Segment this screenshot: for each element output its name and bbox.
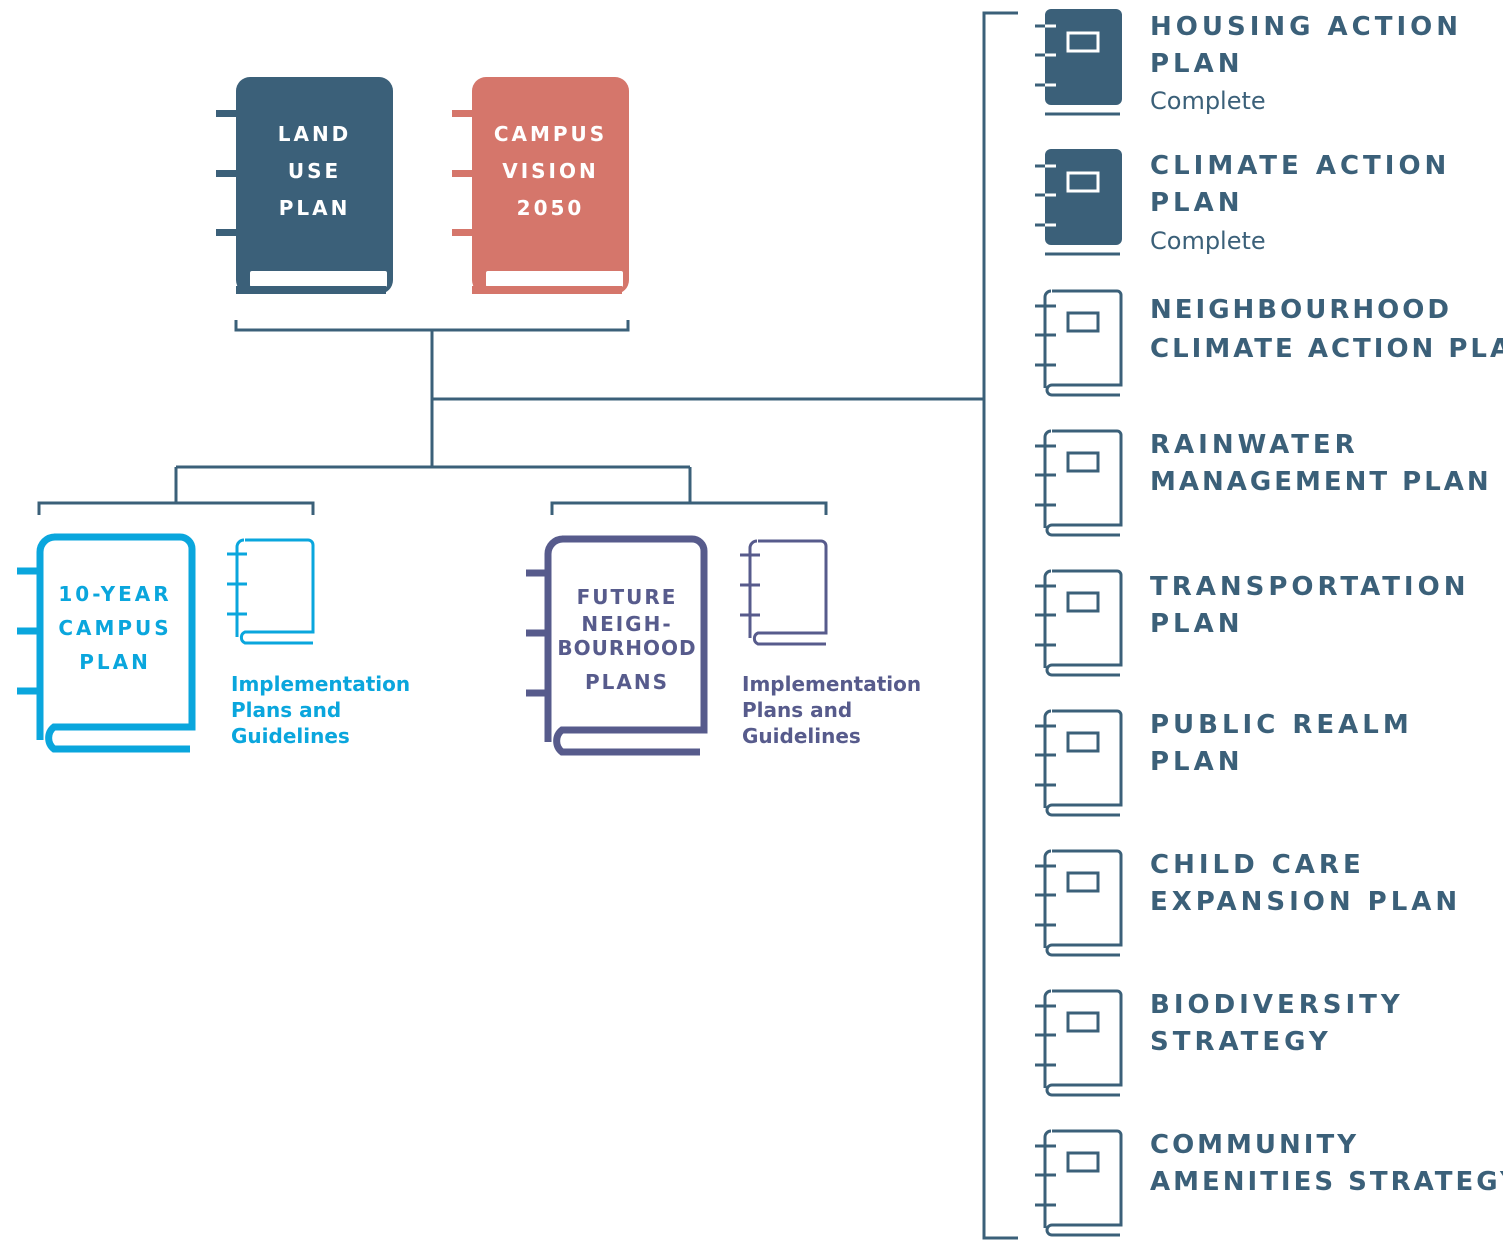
label-line: BOURHOOD — [557, 636, 697, 660]
biodiversity-strategy-book-icon — [1035, 989, 1123, 1097]
label-line: FUTURE — [576, 585, 678, 609]
campus-vision-book-icon — [452, 77, 629, 294]
transportation-plan-book-icon — [1035, 569, 1123, 677]
campus-implementation-label: Implementation Plans and Guidelines — [231, 671, 410, 749]
neighbourhood-plans-small-book-icon — [740, 539, 828, 646]
label-line: RAINWATER — [1150, 430, 1359, 460]
land-use-plan-label: LAND USE PLAN — [236, 116, 393, 227]
neighbourhood-climate-action-plan-title: NEIGHBOURHOOD CLIMATE ACTION PLAN — [1150, 291, 1503, 369]
child-care-expansion-plan-book-icon — [1035, 849, 1123, 957]
campus-plan-book-icon — [17, 533, 196, 753]
climate-action-plan-title: CLIMATE ACTION PLAN — [1150, 148, 1450, 222]
housing-action-plan-title: HOUSING ACTION PLAN — [1150, 9, 1462, 83]
transportation-plan-title: TRANSPORTATION PLAN — [1150, 569, 1469, 643]
label-line: BIODIVERSITY — [1150, 990, 1404, 1020]
label-line: HOUSING ACTION — [1150, 12, 1463, 42]
label-line: LAND — [277, 122, 352, 146]
label-line: EXPANSION PLAN — [1150, 887, 1462, 917]
label-line: Implementation — [742, 672, 922, 696]
child-care-expansion-plan-title: CHILD CARE EXPANSION PLAN — [1150, 847, 1461, 921]
label-line: CLIMATE ACTION PLAN — [1150, 334, 1503, 364]
public-realm-plan-book-icon — [1035, 709, 1123, 817]
label-line: PLAN — [1150, 49, 1244, 79]
label-line: PLAN — [79, 650, 151, 674]
label-line: USE — [287, 159, 342, 183]
label-line: VISION — [502, 159, 599, 183]
campus-plan-small-book-icon — [227, 538, 315, 645]
climate-action-plan-book-icon — [1035, 149, 1122, 256]
label-line: 2050 — [516, 196, 585, 220]
label-line: COMMUNITY — [1150, 1130, 1360, 1160]
label-line: NEIGHBOURHOOD — [1150, 295, 1452, 325]
neighbourhood-climate-action-plan-book-icon — [1035, 289, 1123, 397]
label-line: CAMPUS — [58, 616, 172, 640]
campus-vision-label: CAMPUS VISION 2050 — [472, 116, 629, 227]
rainwater-management-plan-book-icon — [1035, 429, 1123, 537]
label-line: CLIMATE ACTION — [1150, 151, 1451, 181]
label-line: STRATEGY — [1150, 1027, 1332, 1057]
label-line: MANAGEMENT PLAN — [1150, 467, 1492, 497]
label-line: NEIGH- — [581, 612, 673, 636]
label-line: Guidelines — [742, 724, 861, 748]
label-line: Plans and — [231, 698, 342, 722]
climate-action-plan-status: Complete — [1150, 227, 1266, 255]
housing-action-plan-book-icon — [1035, 9, 1122, 116]
label-line: Guidelines — [231, 724, 350, 748]
label-line: CAMPUS — [493, 122, 608, 146]
public-realm-plan-title: PUBLIC REALM PLAN — [1150, 707, 1413, 781]
neighbourhood-implementation-label: Implementation Plans and Guidelines — [742, 671, 921, 749]
label-line: PLANS — [584, 670, 670, 694]
rainwater-management-plan-title: RAINWATER MANAGEMENT PLAN — [1150, 427, 1492, 501]
community-amenities-strategy-book-icon — [1035, 1129, 1123, 1237]
campus-plan-label: 10-YEAR CAMPUS PLAN — [40, 577, 190, 679]
neighbourhood-plans-label: FUTURE NEIGH- BOURHOOD PLANS — [552, 583, 702, 704]
label-line: PLAN — [278, 196, 351, 220]
label-line: PUBLIC REALM — [1150, 710, 1413, 740]
land-use-plan-book-icon — [216, 77, 393, 294]
label-line: PLAN — [1150, 747, 1244, 777]
community-amenities-strategy-title: COMMUNITY AMENITIES STRATEGY — [1150, 1127, 1503, 1201]
label-line: CHILD CARE — [1150, 850, 1365, 880]
label-line: AMENITIES STRATEGY — [1150, 1167, 1503, 1197]
label-line: PLAN — [1150, 609, 1244, 639]
label-line: Implementation — [231, 672, 411, 696]
biodiversity-strategy-title: BIODIVERSITY STRATEGY — [1150, 987, 1404, 1061]
label-line: 10-YEAR — [58, 582, 172, 606]
neighbourhood-plans-book-icon — [526, 535, 708, 756]
label-line: Plans and — [742, 698, 853, 722]
housing-action-plan-status: Complete — [1150, 87, 1266, 115]
label-line: TRANSPORTATION — [1150, 572, 1470, 602]
label-line: PLAN — [1150, 188, 1244, 218]
